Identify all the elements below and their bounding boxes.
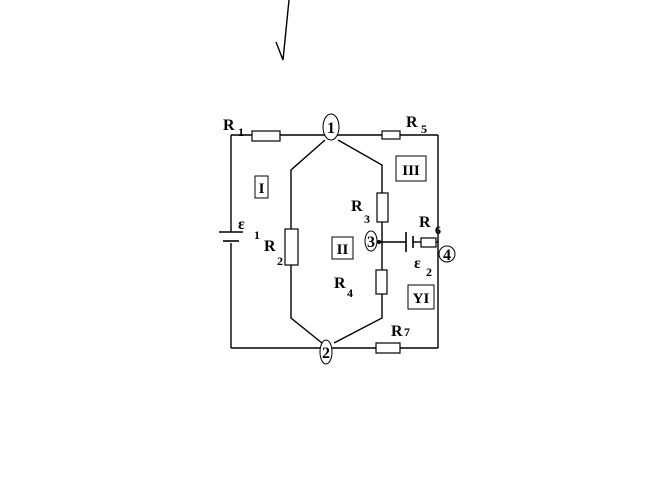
loop-YI-box xyxy=(407,284,435,310)
loop-II-label: II xyxy=(337,242,349,258)
label-e1-sub: 1 xyxy=(254,228,260,242)
label-r3: R xyxy=(351,198,363,215)
node-3-dot xyxy=(377,240,381,244)
label-e2: ε xyxy=(414,255,421,272)
loop-II-box xyxy=(331,236,354,260)
label-r3-sub: 3 xyxy=(364,212,370,226)
node-1-label: 1 xyxy=(327,120,335,137)
loop-I-box xyxy=(254,175,269,199)
label-r6-sub: 6 xyxy=(435,223,441,237)
label-r5: R xyxy=(406,114,418,131)
resistor-r6 xyxy=(420,237,437,248)
label-e2-sub: 2 xyxy=(426,265,432,279)
label-r7: R xyxy=(391,323,403,340)
node-3-circle xyxy=(364,230,378,252)
label-r4-sub: 4 xyxy=(347,286,353,300)
label-r4: R xyxy=(334,275,346,292)
resistor-r2 xyxy=(284,228,299,266)
wire-node1-left-diag xyxy=(290,139,326,229)
loop-YI-label: YI xyxy=(413,291,430,307)
node-4-circle xyxy=(438,245,456,263)
label-r6: R xyxy=(419,214,431,231)
node-2-circle xyxy=(319,339,333,365)
node-4-label: 4 xyxy=(443,247,451,264)
check-mark xyxy=(275,0,290,61)
label-e1: ε xyxy=(238,216,245,233)
loop-I-label: I xyxy=(259,181,265,197)
label-r5-sub: 5 xyxy=(421,122,427,136)
label-r7-sub: 7 xyxy=(404,325,410,339)
resistor-r1 xyxy=(251,130,281,142)
resistor-r5 xyxy=(381,130,401,140)
node-2-label: 2 xyxy=(322,345,330,362)
wire-node1-right-diag xyxy=(337,139,383,193)
label-r2-sub: 2 xyxy=(277,254,283,268)
label-r2: R xyxy=(264,238,276,255)
wire-r2-bottom xyxy=(290,265,323,344)
node-1-circle xyxy=(322,113,340,141)
label-r1-sub: 1 xyxy=(238,125,244,139)
resistor-r7 xyxy=(375,342,401,354)
wire-r4-node2 xyxy=(333,294,383,344)
resistor-r4 xyxy=(375,269,388,295)
node-3-label: 3 xyxy=(367,234,375,251)
resistor-r3 xyxy=(376,192,389,223)
loop-III-label: III xyxy=(402,163,420,179)
loop-III-box xyxy=(395,155,427,182)
label-r1: R xyxy=(223,117,235,134)
